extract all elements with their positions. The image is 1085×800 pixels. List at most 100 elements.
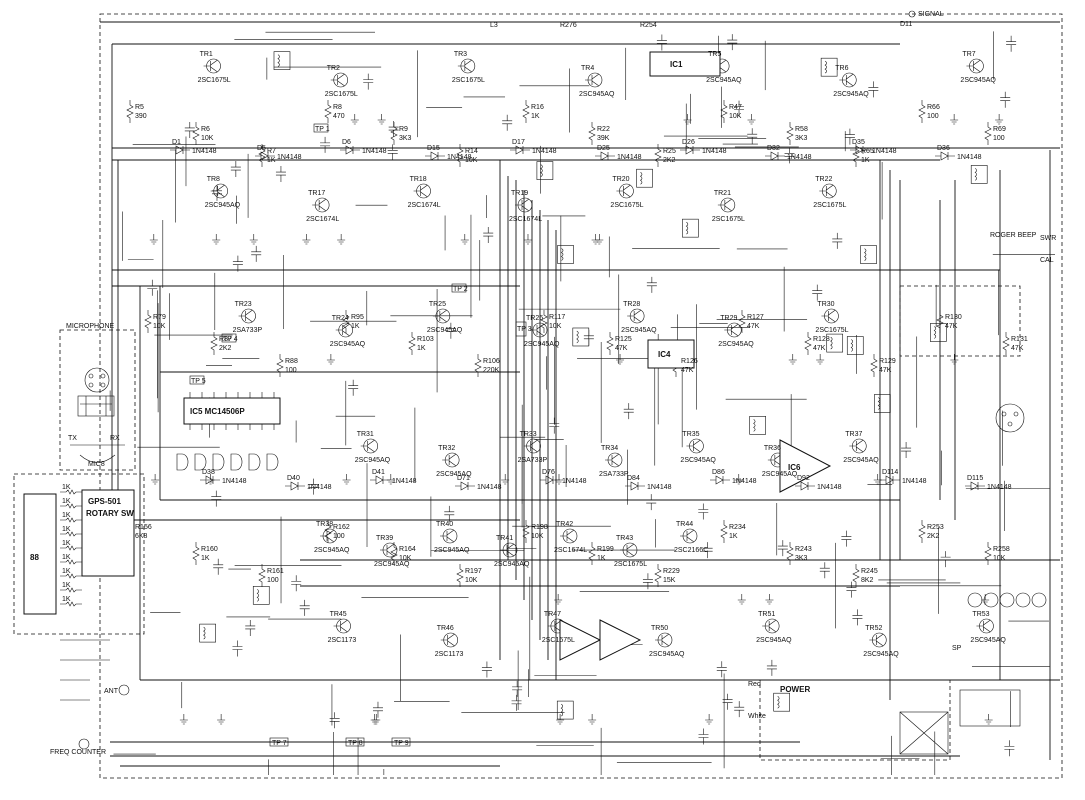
capacitor-symbol: [502, 114, 513, 131]
diode-type: 1N4148: [902, 478, 927, 485]
capacitor-symbol: [819, 562, 830, 579]
ic5-block: IC5 MC14506P: [183, 392, 281, 430]
diode-name: D41: [372, 469, 385, 476]
diode-name: D17: [512, 139, 525, 146]
transistor-name: TR46: [437, 625, 454, 632]
transistor-tr18: [413, 183, 431, 199]
ground-symbol: [337, 234, 346, 245]
resistor-name: R65: [861, 148, 874, 155]
transistor-type: 2SC1675L: [325, 91, 358, 98]
transistor-type: 2SC1674L: [306, 216, 339, 223]
resistor-value: 1K: [417, 345, 426, 352]
resistor-r243: [786, 542, 794, 565]
ground-symbol: [523, 234, 532, 245]
roger-beep-label: ROGER BEEP: [990, 232, 1037, 239]
capacitor-symbol: [940, 551, 951, 568]
ground-symbol: [981, 594, 990, 605]
transistor-name: TR41: [496, 535, 513, 542]
transistor-tr40: [440, 528, 458, 544]
freq-counter-label: FREQ COUNTER: [50, 749, 106, 756]
transistor-name: TR18: [410, 176, 427, 183]
ground-symbol: [377, 114, 386, 125]
resistor-name: R229: [663, 568, 680, 575]
transistor-name: TR7: [962, 51, 975, 58]
capacitor-symbol: [372, 701, 383, 718]
transistor-tr33: [523, 438, 541, 454]
resistor-name: R7: [267, 148, 276, 155]
transistor-name: TR29: [720, 315, 737, 322]
transformer-coil: [273, 51, 291, 70]
resistor-value: 1K: [729, 533, 738, 540]
diode-type: 1N4148: [362, 148, 387, 155]
transistor-type: 2SA733P: [233, 327, 263, 334]
capacitor-symbol: [656, 34, 667, 51]
transistor-tr6: [839, 72, 857, 88]
rotary-resistor-value: 1K: [62, 596, 71, 603]
transistor-name: TR44: [676, 521, 693, 528]
transistor-type: 2SC945AQ: [436, 471, 472, 478]
transistor-name: TR22: [815, 176, 832, 183]
ic1-block: IC1: [649, 51, 721, 77]
rotary-resistor-value: 1K: [62, 498, 71, 505]
diode-type: 1N4148: [872, 148, 897, 155]
resistor-name: R103: [417, 336, 434, 343]
resistor-value: 10K: [153, 323, 166, 330]
capacitor-symbol: [722, 693, 733, 710]
capacitor-symbol: [329, 712, 340, 729]
transistor-type: 2SC945AQ: [843, 457, 879, 464]
top-labels: SIGNAL D11 R276 R254 L3: [490, 10, 944, 29]
transistor-type: 2SC1675L: [712, 216, 745, 223]
resistor-name: R129: [879, 358, 896, 365]
mic-plug-label: MIC8: [88, 461, 105, 468]
transistor-name: TR43: [616, 535, 633, 542]
capacitor-symbol: [481, 661, 492, 678]
l3-label: L3: [490, 22, 498, 29]
capacitor-symbol: [832, 232, 843, 249]
resistor-value: 10K: [465, 577, 478, 584]
transistor-name: TR28: [623, 301, 640, 308]
resistor-value: 2K2: [663, 157, 676, 164]
resistor-value: 47K: [1011, 345, 1024, 352]
capacitor-symbol: [812, 284, 823, 301]
resistor-value: 1K: [531, 113, 540, 120]
transistor-name: TR42: [556, 521, 573, 528]
ground-symbol: [501, 474, 510, 485]
resistor-name: R69: [993, 126, 1006, 133]
power-label: POWER: [780, 685, 810, 694]
transistor-name: TR17: [308, 190, 325, 197]
diode-name: D15: [427, 145, 440, 152]
transistor-name: TR37: [845, 431, 862, 438]
ground-symbol: [217, 714, 226, 725]
resistor-value: 47K: [879, 367, 892, 374]
transformer-coil: [773, 692, 790, 712]
resistor-name: R47: [729, 104, 742, 111]
tp1-label: TP 1: [315, 126, 330, 133]
transistor-tr30: [821, 308, 839, 324]
transistor-type: 2SC1675L: [813, 202, 846, 209]
resistor-value: 15K: [663, 577, 676, 584]
capacitor-symbol: [211, 490, 222, 507]
resistor-r117: [540, 310, 548, 333]
ground-symbol: [556, 714, 565, 725]
transistor-type: 2SC945AQ: [427, 327, 463, 334]
transistor-name: TR2: [327, 65, 340, 72]
diode-d32: [765, 151, 785, 161]
resistor-r199: [588, 542, 596, 565]
resistor-r253: [918, 520, 926, 543]
transistor-name: TR32: [438, 445, 455, 452]
diode-type: 1N4148: [192, 148, 217, 155]
capacitor-symbol: [363, 73, 374, 90]
transistor-type: 2SA733P: [599, 471, 629, 478]
resistor-name: R58: [795, 126, 808, 133]
transistor-type: 2SC945AQ: [680, 457, 716, 464]
ground-symbol: [873, 474, 882, 485]
logic-gate: [266, 453, 279, 471]
transistor-type: 2SC1675L: [452, 77, 485, 84]
ground-symbol: [705, 714, 714, 725]
transistor-tr34: [605, 452, 623, 468]
transformer-coil: [556, 700, 574, 720]
transistor-tr19: [515, 197, 533, 213]
resistor-r88: [276, 354, 284, 377]
resistor-r128: [804, 332, 812, 355]
capacitor-symbol: [852, 609, 863, 626]
